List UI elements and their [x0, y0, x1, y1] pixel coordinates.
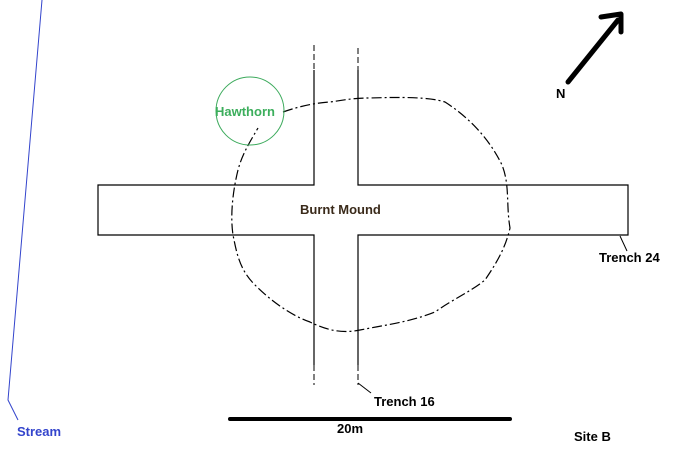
north-arrow-icon [565, 11, 624, 85]
site-label: Site B [574, 429, 611, 444]
stream-line [7, 0, 43, 421]
trench-outline-right [357, 70, 629, 365]
scale-label: 20m [337, 421, 363, 436]
trench-16-leader [357, 382, 372, 394]
burnt-mound-label: Burnt Mound [300, 202, 381, 217]
trench-24-label: Trench 24 [599, 250, 660, 265]
trench-24-leader [619, 235, 628, 252]
hawthorn-label: Hawthorn [215, 104, 275, 119]
stream-label: Stream [17, 424, 61, 439]
trench-outline [97, 70, 315, 365]
hawthorn-tree [215, 76, 285, 146]
north-label: N [556, 86, 565, 101]
trench-16-label: Trench 16 [374, 394, 435, 409]
